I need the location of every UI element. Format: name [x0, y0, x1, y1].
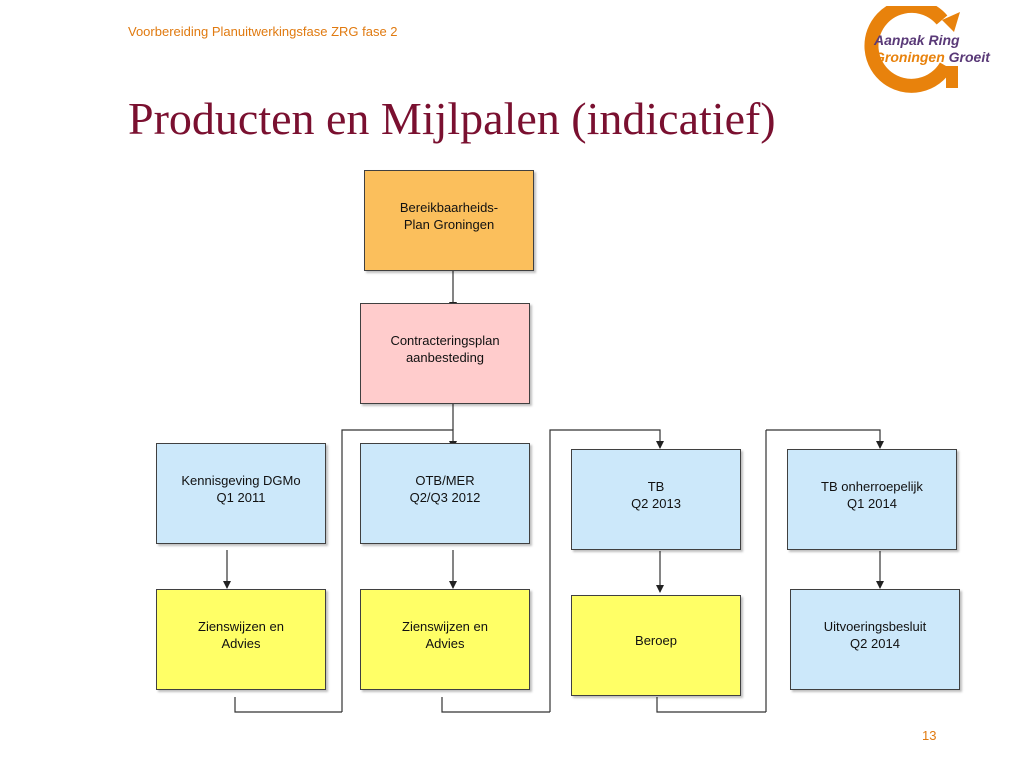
box-bereikbaarheidsplan: Bereikbaarheids- Plan Groningen [364, 170, 534, 271]
box-beroep: Beroep [571, 595, 741, 696]
line-zienswijzen1-return [234, 697, 342, 713]
logo-line-2: Groningen Groeit [874, 49, 990, 65]
box-tb-onherroepelijk-label: TB onherroepelijk Q1 2014 [821, 478, 923, 511]
box-kennisgeving-label: Kennisgeving DGMo Q1 2011 [181, 472, 301, 505]
box-zienswijzen-2: Zienswijzen en Advies [360, 589, 530, 690]
box-otb-mer-label: OTB/MER Q2/Q3 2012 [409, 472, 481, 505]
box-beroep-label: Beroep [635, 633, 677, 648]
box-zienswijzen-2-label: Zienswijzen en Advies [402, 618, 488, 651]
arrow-to-otb-mer [341, 429, 457, 712]
box-kennisgeving: Kennisgeving DGMo Q1 2011 [156, 443, 326, 544]
logo-line-2-groningen: Groningen [874, 49, 945, 65]
arrow-to-tb-onherroepelijk [766, 429, 884, 449]
box-zienswijzen-1-label: Zienswijzen en Advies [198, 618, 284, 651]
logo: Aanpak Ring Groningen Groeit [850, 0, 1024, 96]
slide-subtitle: Voorbereiding Planuitwerkingsfase ZRG fa… [128, 24, 398, 39]
line-zienswijzen2-return [441, 697, 550, 713]
logo-g-icon [864, 0, 960, 93]
box-contracteringsplan-label: Contracteringsplan aanbesteding [390, 332, 500, 365]
box-contracteringsplan: Contracteringsplan aanbesteding [360, 303, 530, 404]
page-number: 13 [922, 728, 937, 743]
line-beroep-return [656, 697, 766, 713]
logo-line-1: Aanpak Ring [874, 32, 960, 48]
slide-title: Producten en Mijlpalen (indicatief) [128, 93, 776, 144]
box-tb-label: TB Q2 2013 [631, 478, 681, 511]
box-otb-mer: OTB/MER Q2/Q3 2012 [360, 443, 530, 544]
box-bereikbaarheidsplan-label: Bereikbaarheids- Plan Groningen [399, 199, 499, 232]
logo-line-2-groeit: Groeit [948, 49, 990, 65]
box-uitvoeringsbesluit: Uitvoeringsbesluit Q2 2014 [790, 589, 960, 690]
box-zienswijzen-1: Zienswijzen en Advies [156, 589, 326, 690]
box-tb-onherroepelijk: TB onherroepelijk Q1 2014 [787, 449, 957, 550]
box-tb: TB Q2 2013 [571, 449, 741, 550]
arrow-to-tb [549, 429, 664, 712]
box-uitvoeringsbesluit-label: Uitvoeringsbesluit Q2 2014 [823, 618, 927, 651]
